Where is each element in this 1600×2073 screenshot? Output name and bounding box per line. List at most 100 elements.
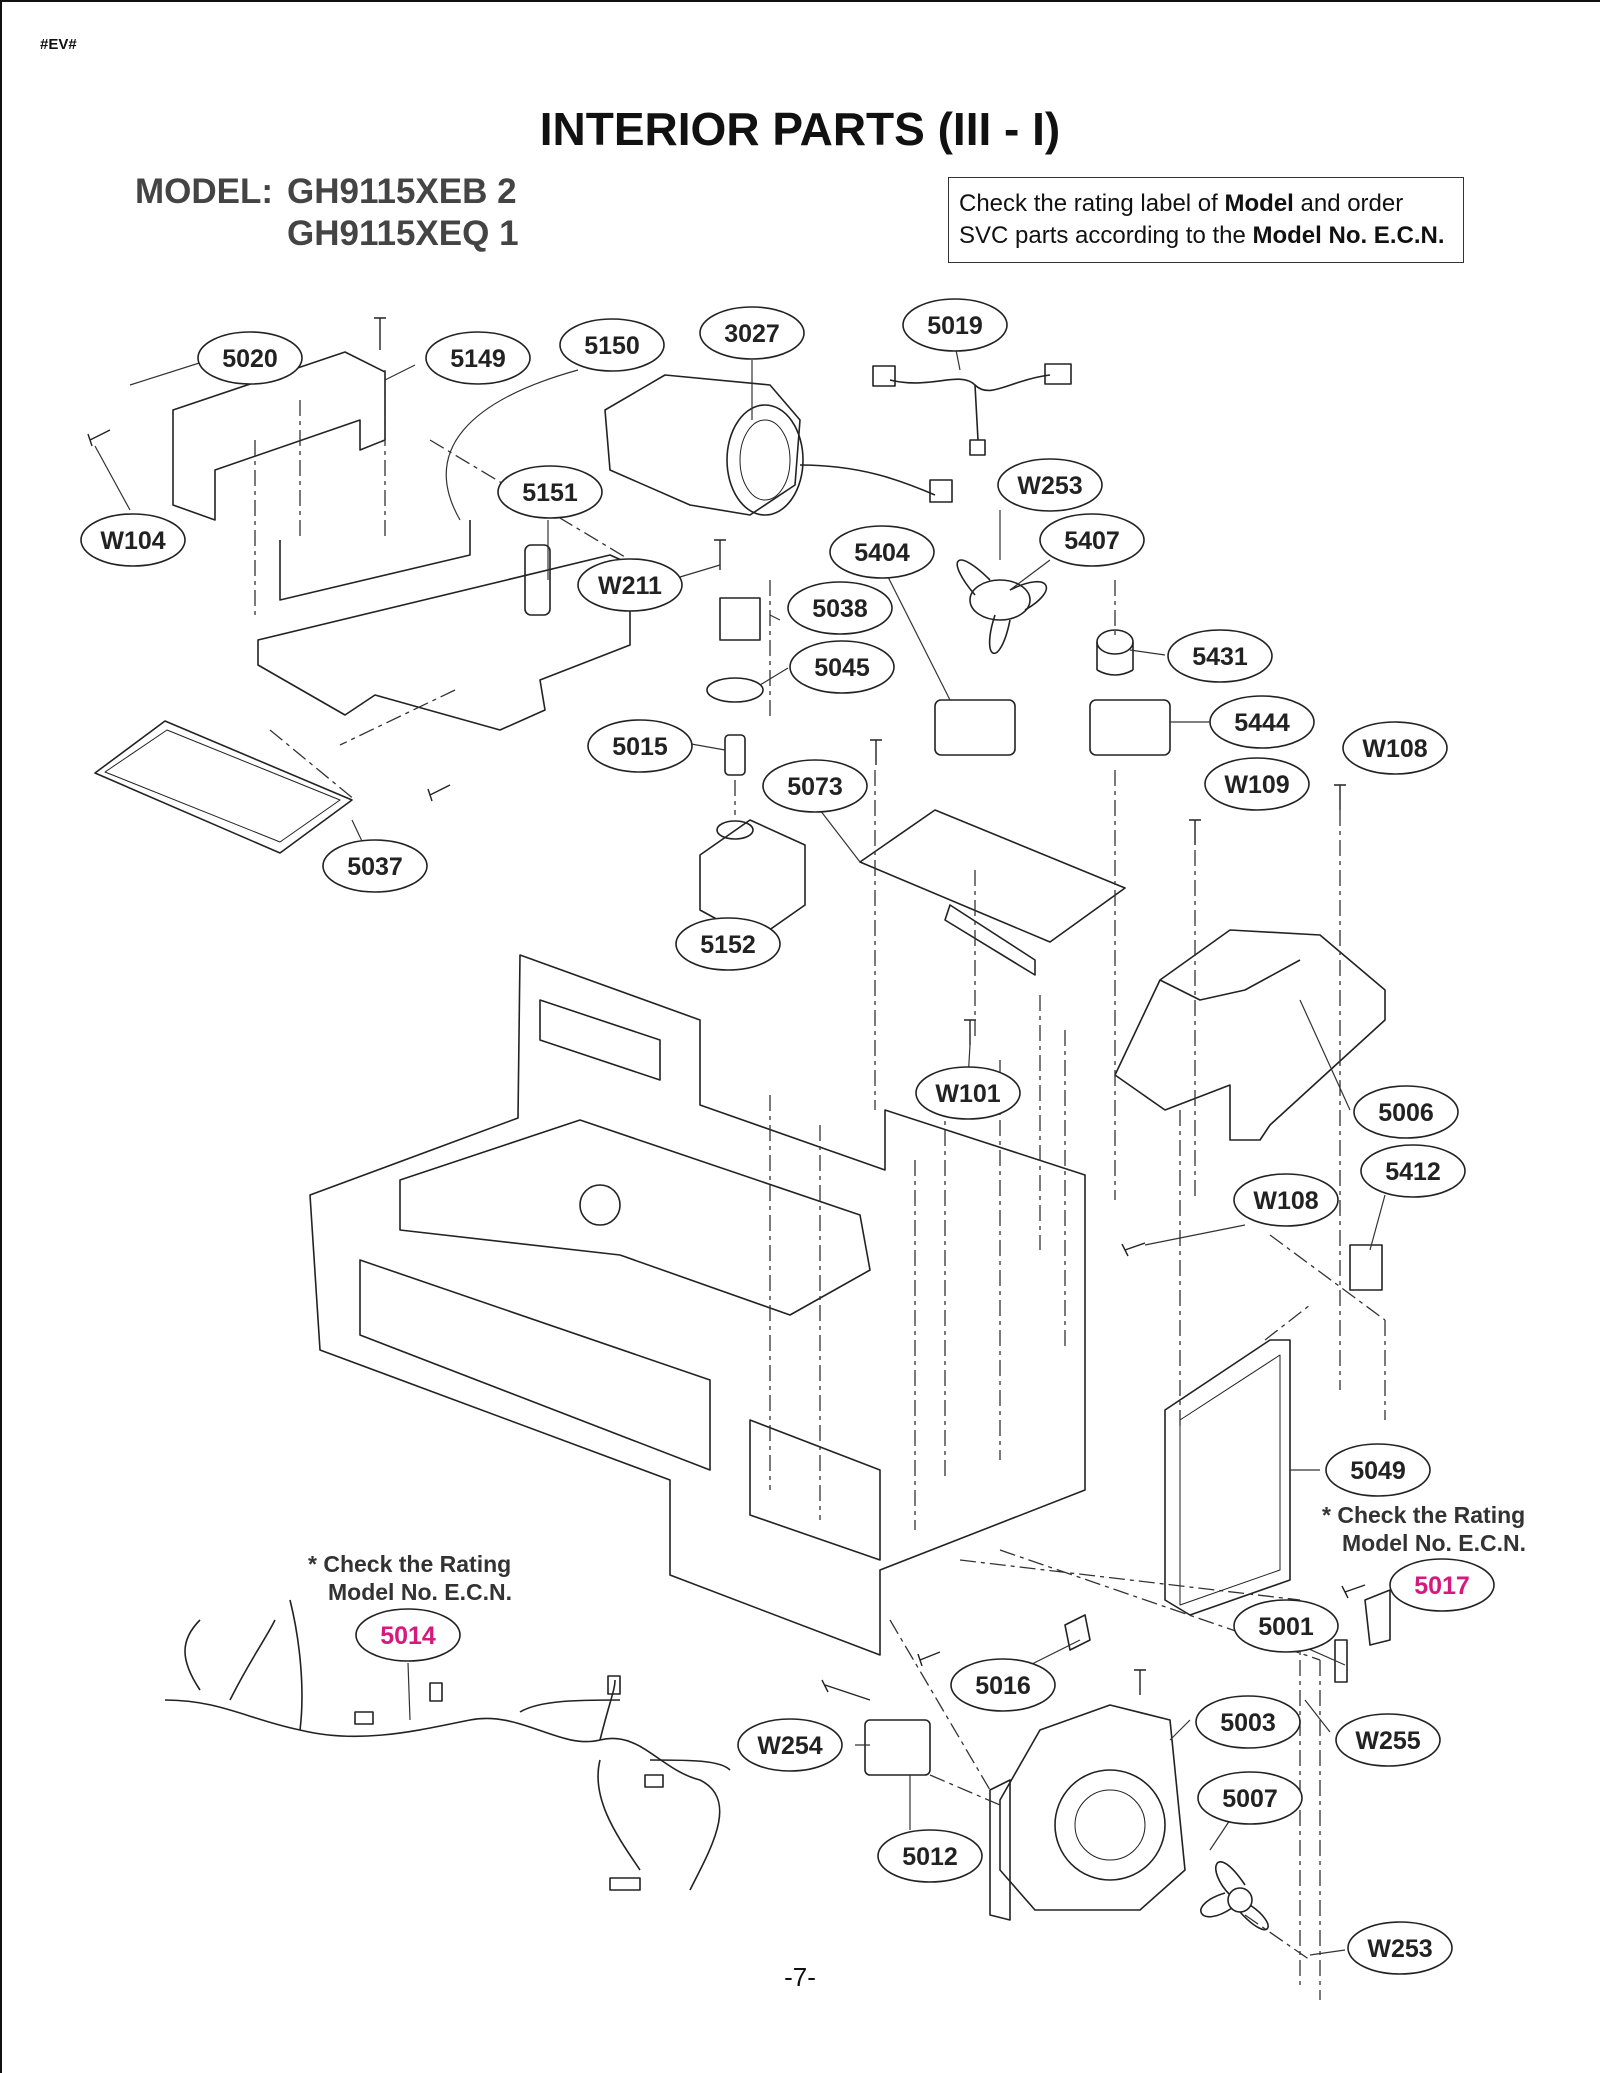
- part-number-label: 5003: [1220, 1709, 1276, 1737]
- part-callout-3027: 3027: [699, 306, 805, 360]
- part-callout-5019: 5019: [902, 298, 1008, 352]
- part-number-label: 5006: [1378, 1099, 1434, 1127]
- callout-oval: [577, 558, 683, 612]
- callout-oval: [997, 458, 1103, 512]
- part-callout-W108: W108: [1233, 1173, 1339, 1227]
- part-callout-W104: W104: [80, 513, 186, 567]
- callout-oval: [1342, 721, 1448, 775]
- screw-icon: [917, 1651, 941, 1667]
- part-number-label: W254: [757, 1732, 822, 1760]
- notice-line-1: Check the rating label of Model and orde…: [959, 190, 1404, 217]
- callout-oval: [355, 1608, 461, 1662]
- part-callout-5007: 5007: [1197, 1771, 1303, 1825]
- part-number-label: 5073: [787, 773, 843, 801]
- model-notice-box: Check the rating label of Model and orde…: [948, 177, 1464, 263]
- thermal-fuse-part: [1064, 1614, 1091, 1651]
- callout-oval: [497, 465, 603, 519]
- damper-motor-part: [1089, 699, 1171, 756]
- part-callout-5016: 5016: [950, 1658, 1056, 1712]
- callout-oval: [322, 839, 428, 893]
- callout-oval: [80, 513, 186, 567]
- callout-oval: [1233, 1173, 1339, 1227]
- part-callout-5151: 5151: [497, 465, 603, 519]
- callout-oval: [762, 759, 868, 813]
- cavity-top-plate: [399, 1119, 871, 1316]
- callout-oval: [675, 917, 781, 971]
- part-callout-W254: W254: [737, 1718, 843, 1772]
- part-callout-W108: W108: [1342, 721, 1448, 775]
- part-callout-5015: 5015: [587, 719, 693, 773]
- callout-oval: [1197, 1771, 1303, 1825]
- motor-bracket-part: [859, 809, 1126, 943]
- part-callout-5012: 5012: [877, 1829, 983, 1883]
- page-number: -7-: [784, 1962, 816, 1992]
- part-callout-5001: 5001: [1233, 1599, 1339, 1653]
- part-number-label: W104: [100, 527, 165, 555]
- screw-icon: [87, 429, 111, 447]
- screw-icon: [1121, 1242, 1146, 1257]
- blower-motor-part: [604, 374, 801, 516]
- part-number-label: W253: [1367, 1935, 1432, 1963]
- callout-oval: [915, 1066, 1021, 1120]
- screw-icon: [870, 739, 882, 765]
- check-rating-note-left: * Check the Rating Model No. E.C.N.: [308, 1551, 512, 1605]
- part-callout-5045: 5045: [789, 640, 895, 694]
- callout-oval: [737, 1718, 843, 1772]
- part-callout-5149: 5149: [425, 331, 531, 385]
- screw-icon: [427, 784, 451, 802]
- page-title: INTERIOR PARTS (III - I): [539, 103, 1061, 155]
- coupler-part: [724, 734, 746, 776]
- cavity-opening: [359, 1259, 711, 1471]
- callout-oval: [1353, 1085, 1459, 1139]
- callout-oval: [1347, 1921, 1453, 1975]
- wire-lead-part: [889, 374, 1051, 392]
- part-callout-5049: 5049: [1325, 1443, 1431, 1497]
- wire-harness-part: [164, 1699, 721, 1891]
- part-number-label: 5407: [1064, 527, 1120, 555]
- part-number-label: 5012: [902, 1843, 958, 1871]
- callout-oval: [699, 306, 805, 360]
- part-number-label: 5017: [1414, 1572, 1470, 1600]
- callout-oval: [1167, 629, 1273, 683]
- fan-motor-lower-part: [864, 1719, 931, 1776]
- part-number-label: W255: [1355, 1727, 1420, 1755]
- notice-line-2: SVC parts according to the Model No. E.C…: [959, 222, 1445, 249]
- part-callout-W211: W211: [577, 558, 683, 612]
- part-number-label: 5150: [584, 332, 640, 360]
- callout-oval: [425, 331, 531, 385]
- part-number-label: 5444: [1234, 709, 1290, 737]
- part-callout-5444: 5444: [1209, 695, 1315, 749]
- part-callout-5037: 5037: [322, 839, 428, 893]
- callout-oval: [877, 1829, 983, 1883]
- callout-oval: [587, 719, 693, 773]
- thermostat-part: [719, 597, 761, 641]
- part-number-label: W101: [935, 1080, 1000, 1108]
- check-rating-note-right: * Check the Rating Model No. E.C.N.: [1322, 1502, 1526, 1556]
- part-number-label: W108: [1253, 1187, 1318, 1215]
- part-number-label: 5015: [612, 733, 668, 761]
- fan-blade-part: [969, 579, 1031, 621]
- latch-part: [1364, 1589, 1391, 1646]
- part-number-label: 5152: [700, 931, 756, 959]
- part-number-label: 5151: [522, 479, 578, 507]
- part-number-label: W109: [1224, 771, 1289, 799]
- model-number-2: GH9115XEQ 1: [287, 214, 519, 253]
- part-number-label: 5019: [927, 312, 983, 340]
- part-number-label: W211: [598, 572, 662, 600]
- part-number-label: 5001: [1258, 1613, 1314, 1641]
- model-number-1: GH9115XEB 2: [287, 172, 517, 211]
- part-number-label: 5038: [812, 595, 868, 623]
- part-number-label: 5037: [347, 853, 403, 881]
- part-callout-5038: 5038: [787, 581, 893, 635]
- part-number-label: 5007: [1222, 1785, 1278, 1813]
- callout-oval: [789, 640, 895, 694]
- part-number-label: 5412: [1385, 1158, 1441, 1186]
- part-number-label: 5020: [222, 345, 278, 373]
- fan-housing-part: [999, 1704, 1186, 1911]
- part-number-label: 5045: [814, 654, 870, 682]
- screw-icon: [1134, 1669, 1146, 1695]
- part-callout-W253: W253: [1347, 1921, 1453, 1975]
- part-callout-5152: 5152: [675, 917, 781, 971]
